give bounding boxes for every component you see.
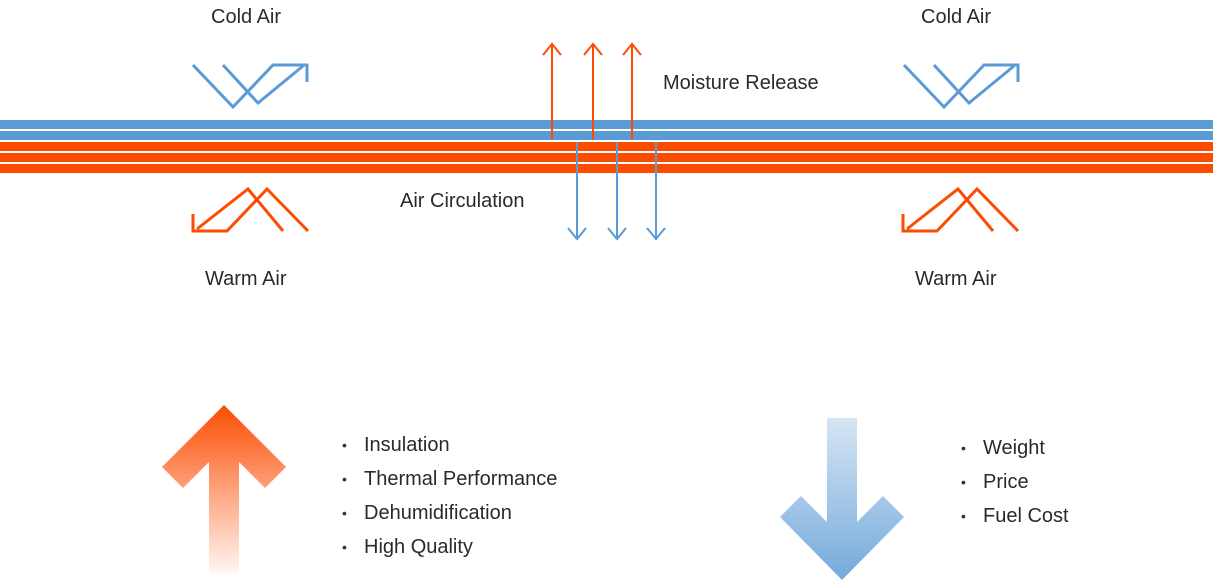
list-item: Price bbox=[961, 465, 1069, 499]
air-circulation-label: Air Circulation bbox=[400, 190, 525, 212]
cold-air-label-right: Cold Air bbox=[921, 6, 992, 28]
increase-arrow-icon bbox=[162, 405, 286, 573]
list-item: Fuel Cost bbox=[961, 499, 1069, 533]
moisture-release-arrows bbox=[542, 42, 642, 140]
warm-air-arrow-left bbox=[191, 186, 310, 233]
up-arrow-icon bbox=[583, 42, 603, 140]
cold-air-arrow-right bbox=[902, 63, 1020, 110]
list-item: Dehumidification bbox=[342, 496, 557, 530]
cold-layer-stripe bbox=[0, 120, 1213, 129]
list-item: Thermal Performance bbox=[342, 462, 557, 496]
increase-benefits-list: Insulation Thermal Performance Dehumidif… bbox=[342, 428, 557, 564]
air-circulation-arrows bbox=[567, 142, 666, 241]
decrease-arrow-icon bbox=[780, 418, 904, 580]
cold-layer-stripe bbox=[0, 131, 1213, 140]
moisture-release-label: Moisture Release bbox=[663, 72, 819, 94]
warm-air-arrow-right bbox=[901, 186, 1020, 233]
decrease-benefits-list: Weight Price Fuel Cost bbox=[961, 431, 1069, 533]
cold-air-arrow-left bbox=[191, 63, 309, 110]
down-arrow-icon bbox=[646, 142, 666, 241]
warm-layer-stripe bbox=[0, 153, 1213, 162]
list-item: Insulation bbox=[342, 428, 557, 462]
down-arrow-icon bbox=[607, 142, 627, 241]
cold-air-label-left: Cold Air bbox=[211, 6, 282, 28]
warm-layer-stripe bbox=[0, 164, 1213, 173]
up-arrow-icon bbox=[542, 42, 562, 140]
warm-layer-stripe bbox=[0, 142, 1213, 151]
warm-air-label-left: Warm Air bbox=[205, 268, 287, 290]
up-arrow-icon bbox=[622, 42, 642, 140]
down-arrow-icon bbox=[567, 142, 587, 241]
list-item: Weight bbox=[961, 431, 1069, 465]
warm-air-label-right: Warm Air bbox=[915, 268, 997, 290]
fabric-layers bbox=[0, 120, 1213, 173]
list-item: High Quality bbox=[342, 530, 557, 564]
